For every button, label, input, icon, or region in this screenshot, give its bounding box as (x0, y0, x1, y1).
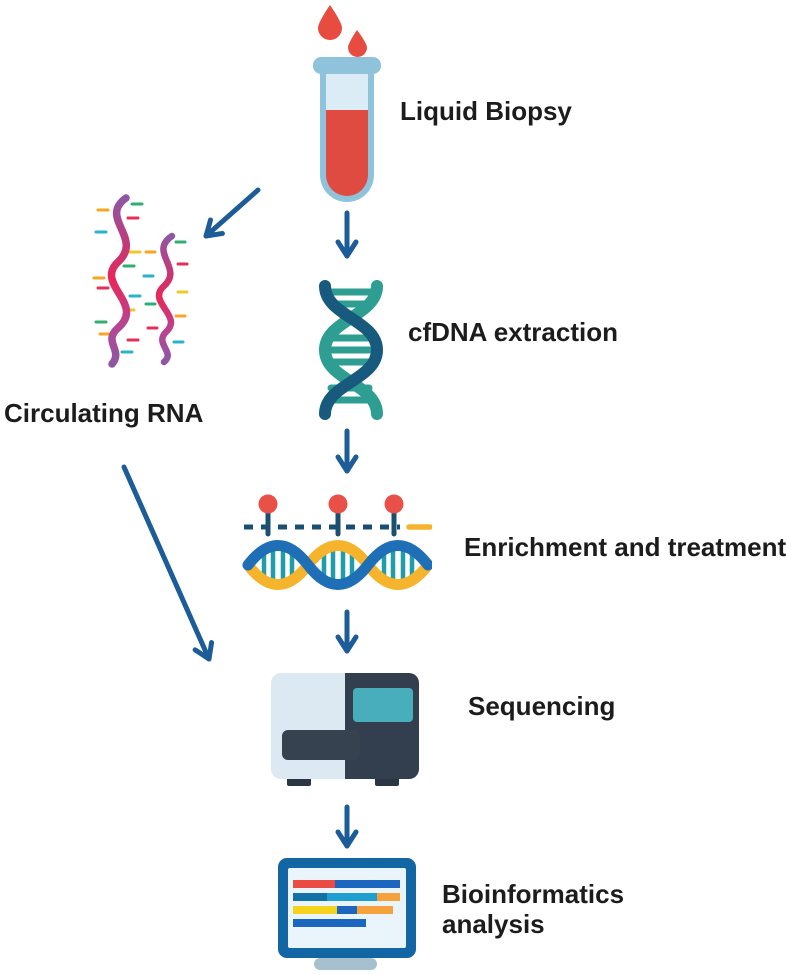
computer-monitor-analysis-icon (272, 856, 438, 975)
step-label-cfdna-extraction: cfDNA extraction (408, 317, 618, 347)
analysis-bars (293, 880, 400, 927)
dna-probe-enrichment-icon (242, 491, 434, 608)
arrow-biopsy-to-rna (203, 187, 261, 239)
step-label-bioinformatics: Bioinformatics analysis (442, 879, 625, 939)
arrow-rna-to-sequencing (121, 464, 215, 662)
rna-strands-icon (84, 192, 196, 375)
step-label-enrichment: Enrichment and treatment (464, 532, 786, 562)
blood-sample-tube-icon (303, 2, 393, 217)
step-label-sequencing: Sequencing (468, 691, 616, 721)
dna-double-helix-icon (299, 276, 401, 429)
blood-drop-icon (318, 5, 342, 40)
sequencer-drawer (282, 730, 360, 760)
blood-drop-small-icon (348, 30, 367, 57)
sequencer-screen (353, 688, 413, 722)
step-label-liquid-biopsy: Liquid Biopsy (400, 96, 572, 126)
dna-sequencer-machine-icon (269, 669, 423, 796)
branch-label-circulating-rna: Circulating RNA (4, 398, 204, 428)
probe-marker-icon (258, 494, 404, 514)
